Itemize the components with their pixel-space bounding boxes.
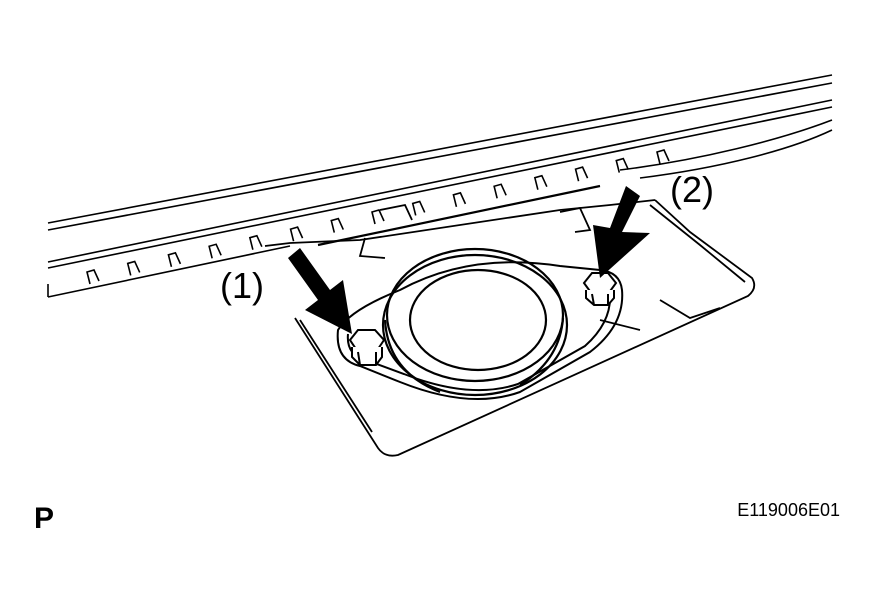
- rail-clip-tabs: [86, 149, 670, 285]
- callout-label-1: (1): [220, 265, 264, 306]
- body-rails: [47, 74, 833, 298]
- clip-tab: [126, 260, 141, 276]
- clip-tab: [248, 234, 263, 250]
- clip-tab: [615, 157, 630, 173]
- bolt-1: [348, 329, 386, 366]
- clip-tab: [86, 269, 100, 285]
- clip-tab: [452, 191, 467, 208]
- flange-plate: [336, 261, 624, 401]
- clip-tab: [411, 200, 426, 216]
- callout-label-2: (2): [670, 169, 714, 210]
- clip-tab: [574, 166, 589, 182]
- arrow-to-bolt-2: [593, 186, 650, 278]
- clip-tab: [167, 251, 182, 268]
- clip-tab: [493, 183, 507, 199]
- arrow-to-bolt-1: [288, 248, 352, 334]
- view-marker: P: [34, 502, 54, 535]
- clip-tab: [208, 243, 222, 259]
- clip-tab: [330, 217, 345, 233]
- clip-tab: [533, 174, 548, 190]
- clip-tab: [371, 209, 385, 225]
- clip-tab: [289, 226, 304, 242]
- flange-ring: [381, 247, 569, 397]
- figure-code: E119006E01: [737, 500, 840, 520]
- clip-tab: [656, 149, 670, 165]
- bolt-2: [582, 272, 618, 306]
